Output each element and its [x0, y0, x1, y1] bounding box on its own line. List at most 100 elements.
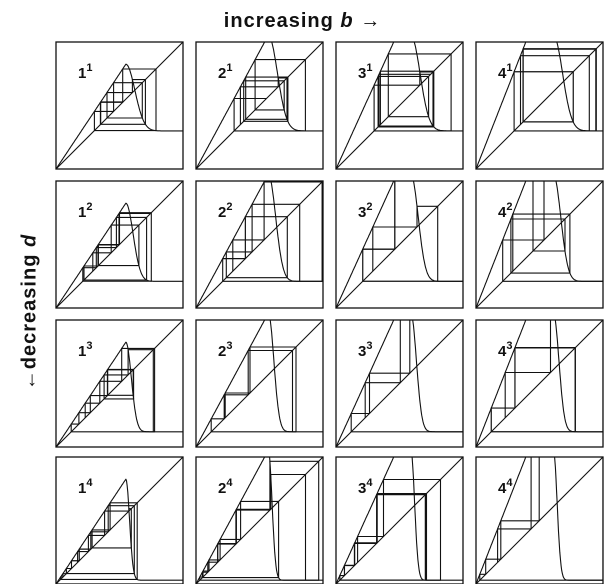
cobweb-path: [502, 181, 603, 282]
panel-label: 21: [218, 62, 232, 82]
top-axis-variable: b: [340, 10, 354, 32]
panel-label: 23: [218, 340, 232, 360]
cobweb-path: [70, 347, 156, 433]
panel-label-sup: 2: [366, 201, 372, 213]
panel-label-base: 1: [78, 65, 86, 82]
panel-label: 34: [358, 477, 373, 497]
cobweb-path: [60, 502, 138, 580]
panel-label-base: 4: [498, 480, 507, 497]
cobweb-path: [362, 181, 463, 282]
panel-1-1: 11: [55, 41, 184, 170]
identity-line: [336, 457, 463, 584]
panel-label-base: 3: [358, 65, 366, 82]
panel-label-sup: 3: [86, 340, 92, 352]
cobweb-path: [350, 320, 463, 433]
panel-label-sup: 3: [366, 340, 372, 352]
cobweb-path: [93, 68, 157, 132]
panel-label-sup: 2: [226, 201, 232, 213]
top-axis-text: increasing: [223, 10, 334, 32]
panel-label-base: 3: [358, 204, 366, 221]
panel-label-sup: 1: [226, 62, 232, 74]
cobweb-path: [490, 320, 603, 433]
panel-label: 24: [218, 477, 233, 497]
panel-label: 12: [78, 201, 92, 221]
identity-line: [196, 320, 323, 447]
panel-label: 42: [498, 201, 512, 221]
panel-label-base: 1: [78, 204, 86, 221]
panel-2-3: 23: [195, 319, 324, 448]
panel-2-2: 22: [195, 180, 324, 309]
identity-line: [336, 42, 463, 169]
cobweb-path: [199, 460, 320, 581]
panel-label-sup: 3: [506, 340, 512, 352]
map-curve: [56, 63, 183, 169]
identity-line: [196, 42, 323, 169]
cobweb-path: [82, 212, 152, 282]
panel-1-2: 12: [55, 180, 184, 309]
panel-label-sup: 3: [226, 340, 232, 352]
identity-line: [476, 181, 603, 308]
panel-label-base: 2: [218, 480, 226, 497]
panel-3-2: 32: [335, 180, 464, 309]
panel-label-base: 3: [358, 343, 366, 360]
panel-4-1: 41: [475, 41, 604, 170]
panel-label-base: 1: [78, 343, 86, 360]
identity-line: [56, 42, 183, 169]
panel-2-1: 21: [195, 41, 324, 170]
panel-label-base: 1: [78, 480, 86, 497]
cobweb-path: [233, 59, 306, 132]
panel-4-4: 44: [475, 456, 604, 584]
panel-3-1: 31: [335, 41, 464, 170]
map-curve: [476, 42, 603, 169]
panel-1-4: 14: [55, 456, 184, 584]
identity-line: [196, 181, 323, 308]
top-axis-arrow: →: [360, 10, 382, 32]
panel-label-sup: 4: [366, 477, 373, 489]
panel-label-sup: 1: [506, 62, 512, 74]
panel-label: 41: [498, 62, 512, 82]
panel-label-sup: 4: [86, 477, 93, 489]
identity-line: [196, 457, 323, 584]
map-curve: [196, 320, 323, 447]
cobweb-path: [373, 53, 452, 132]
panel-label-base: 4: [498, 343, 507, 360]
panel-label: 32: [358, 201, 372, 221]
identity-line: [476, 320, 603, 447]
panel-label: 14: [78, 477, 93, 497]
cobweb-path: [479, 457, 603, 581]
panel-3-3: 33: [335, 319, 464, 448]
panel-4-2: 42: [475, 180, 604, 309]
panel-label: 22: [218, 201, 232, 221]
identity-line: [476, 457, 603, 584]
top-axis-label: increasing b →: [0, 10, 605, 33]
panel-label-sup: 1: [86, 62, 92, 74]
panel-label-sup: 2: [86, 201, 92, 213]
cobweb-path: [339, 478, 442, 581]
panel-label-base: 2: [218, 204, 226, 221]
panel-label-sup: 1: [366, 62, 372, 74]
panel-label-sup: 4: [226, 477, 233, 489]
panel-label: 33: [358, 340, 372, 360]
panel-label: 11: [78, 62, 92, 82]
panel-label-sup: 2: [506, 201, 512, 213]
panel-label: 13: [78, 340, 92, 360]
panel-4-3: 43: [475, 319, 604, 448]
panel-label: 44: [498, 477, 513, 497]
panel-label: 31: [358, 62, 372, 82]
panel-label-base: 4: [498, 65, 507, 82]
panel-label: 43: [498, 340, 512, 360]
panel-label-base: 2: [218, 343, 226, 360]
identity-line: [56, 181, 183, 308]
panel-label-base: 4: [498, 204, 507, 221]
map-curve: [56, 341, 183, 447]
identity-line: [336, 181, 463, 308]
identity-line: [336, 320, 463, 447]
panel-1-3: 13: [55, 319, 184, 448]
panel-label-sup: 4: [506, 477, 513, 489]
panel-3-4: 34: [335, 456, 464, 584]
cobweb-path: [210, 346, 297, 433]
cobweb-path: [513, 48, 597, 132]
cobweb-path: [222, 181, 323, 282]
panel-2-4: 24: [195, 456, 324, 584]
